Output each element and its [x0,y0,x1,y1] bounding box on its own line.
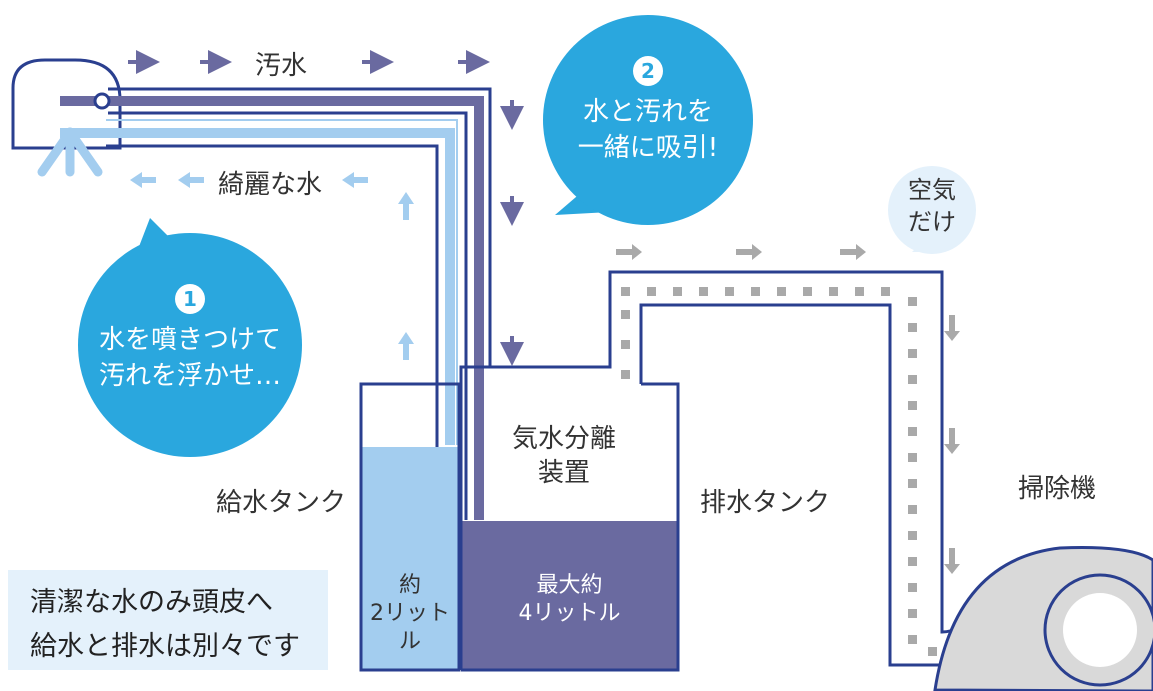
air-bubble-line2: だけ [908,208,956,236]
supply-volume-label: 約 2リットル [361,572,459,656]
drain-volume-line2: 4リットル [518,601,621,626]
separator-and-drain-tank [459,270,977,672]
separator-label-line2: 装置 [538,458,591,488]
callout-bubble-1 [78,218,302,457]
bubble-1-line1: 水を噴きつけて [98,325,281,355]
bubble-1-text: 1 水を噴きつけて 汚れを浮かせ… [78,280,302,394]
note-line-2: 給水と排水は別々です [30,631,300,662]
nozzle-head-icon [11,58,122,177]
clean-water-label: 綺麗な水 [218,170,323,200]
dirty-water-pipe [60,96,484,520]
bubble-1-line2: 汚れを浮かせ… [98,361,281,391]
dirty-water-label: 汚水 [255,51,308,81]
drain-volume-line1: 最大約 [536,573,603,598]
vacuum-label: 掃除機 [1018,474,1097,504]
arrow-up-icon [398,192,414,360]
vacuum-cleaner-icon [933,546,1153,691]
drain-tank-label: 排水タンク [700,488,831,518]
supply-tank [359,382,461,672]
air-arrow-icon [616,244,960,574]
clean-water-pipe [60,128,455,445]
callout-bubble-2 [543,15,753,225]
note-line-1: 清潔な水のみ頭皮へ [30,587,273,618]
pipe-joint-icon [93,92,111,110]
arrow-left-icon [130,172,368,188]
supply-volume-line2: 2リットル [370,601,450,654]
separator-label-line1: 気水分離 [512,424,617,454]
supply-volume-line1: 約 [398,573,421,598]
drain-volume-label: 最大約 4リットル [461,572,678,628]
bubble-2-text: 2 水と汚れを 一緒に吸引! [543,52,753,166]
step-badge-2: 2 [633,56,663,86]
bubble-2-line1: 水と汚れを [582,97,713,127]
water-spray-icon [37,127,103,177]
separator-label: 気水分離 装置 [512,422,616,490]
supply-tank-label: 給水タンク [216,488,347,518]
air-bubble-text: 空気 だけ [888,174,976,238]
bubble-2-line2: 一緒に吸引! [577,133,719,163]
step-badge-1: 1 [175,284,205,314]
air-bubble-line1: 空気 [908,176,956,204]
note-box: 清潔な水のみ頭皮へ 給水と排水は別々です [8,570,328,670]
air-flow-path [621,287,937,656]
callout-bubble-air [888,166,976,254]
